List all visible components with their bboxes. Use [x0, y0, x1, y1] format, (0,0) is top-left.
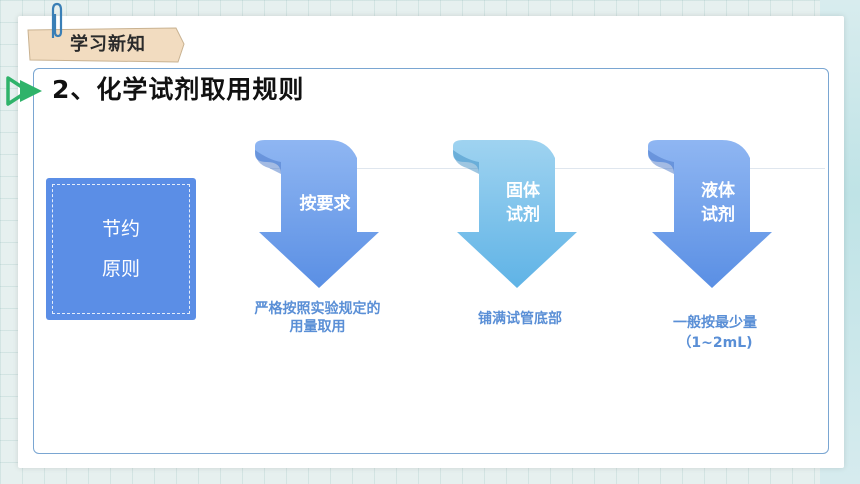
desc-liquid-1: 一般按最少量 — [673, 315, 757, 331]
arrow-shape-liquid — [648, 140, 772, 288]
principle-box: 节约 原则 — [46, 178, 196, 320]
arrow-label-solid-2: 试剂 — [506, 205, 540, 225]
desc-requirement-1: 严格按照实验规定的 — [254, 301, 381, 317]
principle-line-2: 原则 — [101, 258, 140, 280]
principle-line-1: 节约 — [101, 218, 140, 240]
arrow-label-solid-1: 固体 — [506, 181, 540, 201]
desc-liquid-2: （1~2mL) — [677, 335, 753, 351]
arrow-label-requirement: 按要求 — [299, 194, 351, 214]
desc-requirement-2: 用量取用 — [289, 319, 346, 335]
section-tag-label: 学习新知 — [70, 34, 146, 55]
desc-solid: 铺满试管底部 — [478, 311, 562, 327]
play-arrow-icon — [6, 76, 42, 106]
section-title: 2、化学试剂取用规则 — [52, 75, 305, 104]
paperclip-icon — [51, 2, 63, 38]
title-tag-shape — [27, 27, 185, 63]
arrow-shape-requirement — [255, 140, 379, 288]
arrow-shape-solid — [453, 140, 577, 288]
arrow-label-liquid-2: 试剂 — [701, 205, 735, 225]
arrow-label-liquid-1: 液体 — [701, 181, 735, 201]
